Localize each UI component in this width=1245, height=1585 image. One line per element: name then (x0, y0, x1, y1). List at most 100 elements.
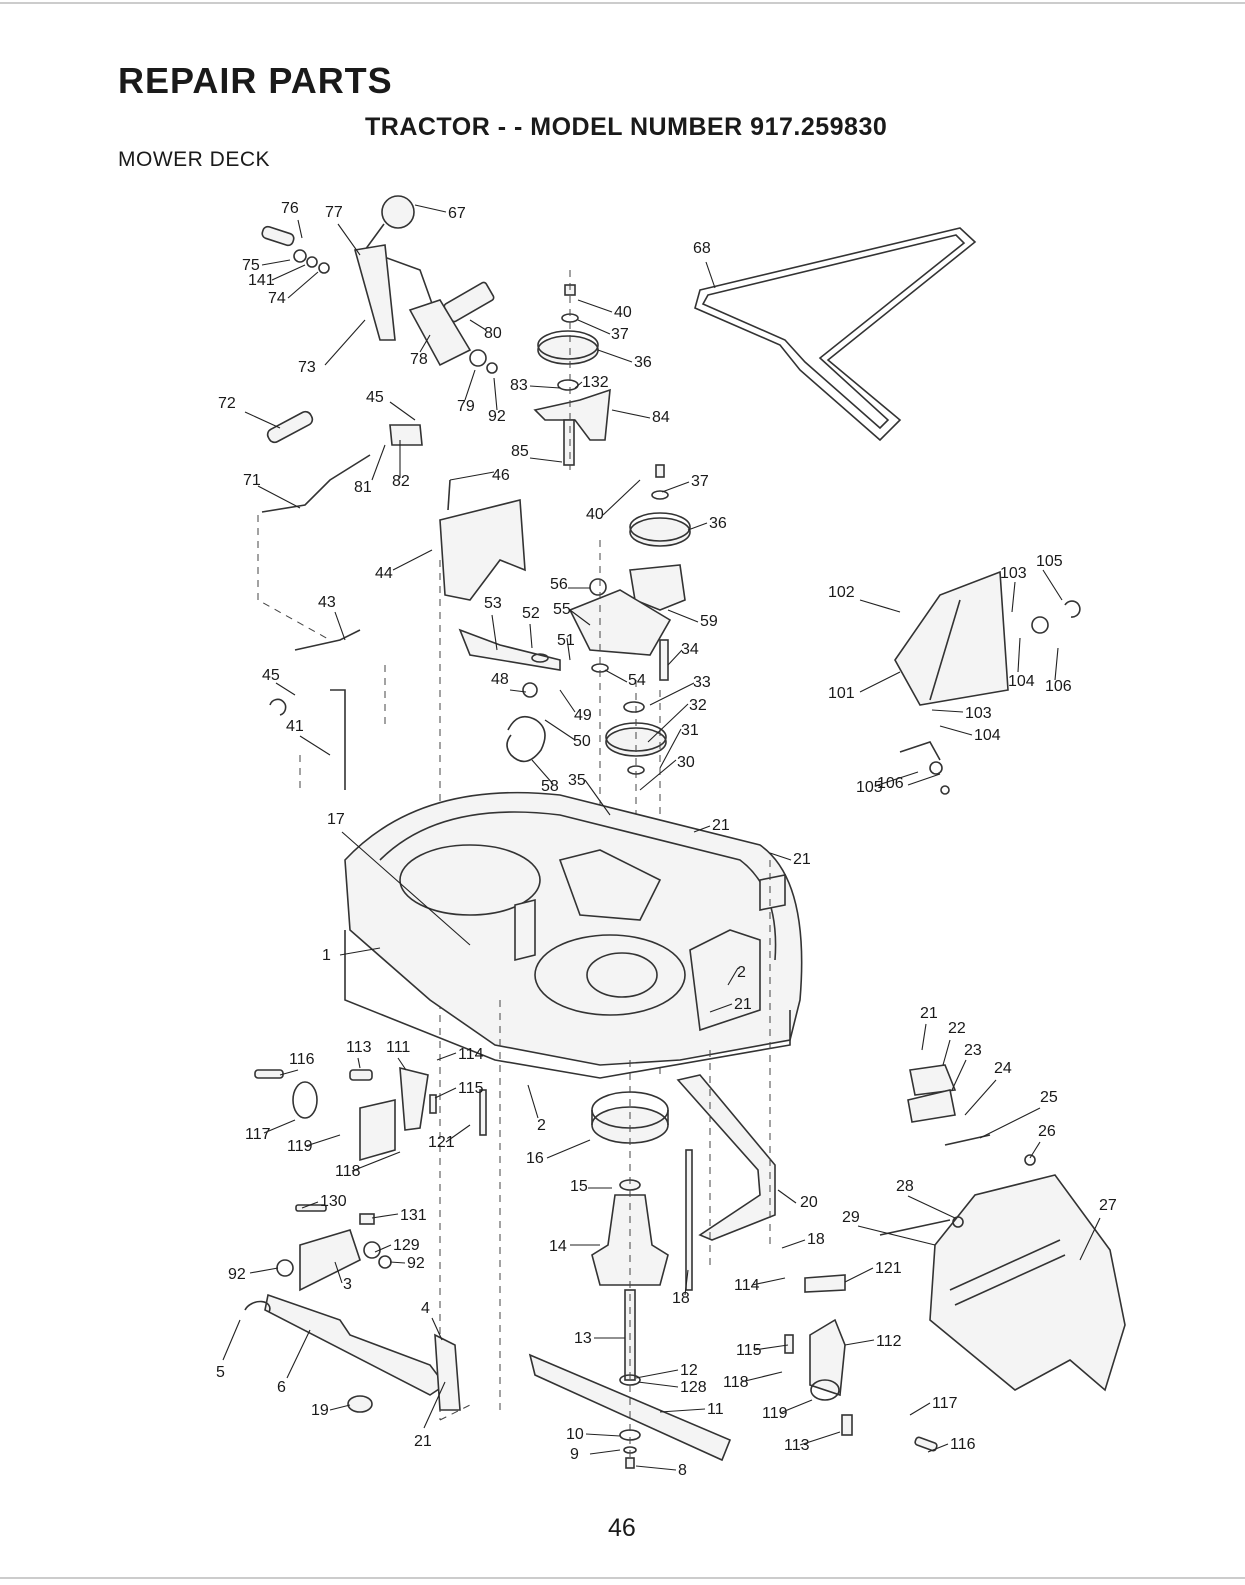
callout-103: 103 (1000, 565, 1027, 582)
leader-line-8 (635, 1465, 677, 1471)
callout-111: 111 (386, 1039, 410, 1056)
leader-line-114 (436, 1052, 457, 1061)
center-pulley-drawing (458, 464, 691, 1080)
callout-30: 30 (677, 754, 695, 771)
spindle-assembly-drawing (528, 1060, 732, 1469)
rear-bracket-right-drawing (784, 1274, 938, 1452)
leader-line-48 (509, 689, 527, 693)
idler-pulley-drawing (533, 270, 611, 470)
lift-lever-drawing (257, 195, 498, 1421)
callout-12: 12 (680, 1362, 698, 1379)
callout-36: 36 (709, 515, 727, 532)
leader-line-40 (577, 299, 613, 313)
callout-117: 117 (245, 1126, 271, 1143)
leader-line-32 (647, 703, 689, 743)
page-number: 46 (608, 1514, 636, 1542)
leader-line-23 (951, 1059, 967, 1091)
leader-line-18 (781, 1239, 806, 1249)
leader-line-53 (491, 614, 498, 651)
callout-18: 18 (672, 1290, 690, 1307)
callout-48: 48 (491, 671, 509, 688)
callout-118: 118 (723, 1374, 749, 1391)
callout-20: 20 (800, 1194, 818, 1211)
leader-line-113 (357, 1057, 361, 1069)
callout-56: 56 (550, 576, 568, 593)
leader-line-92 (249, 1267, 279, 1274)
leader-line-55 (569, 609, 591, 626)
callout-40: 40 (614, 304, 632, 321)
callout-14: 14 (549, 1238, 567, 1255)
leader-line-30 (639, 759, 677, 791)
callout-92: 92 (407, 1255, 425, 1272)
leader-line-73 (324, 319, 366, 366)
callout-77: 77 (325, 204, 343, 221)
section-title: MOWER DECK (118, 148, 270, 171)
callout-52: 52 (522, 605, 540, 622)
callout-75: 75 (242, 257, 260, 274)
leader-line-79 (464, 369, 476, 401)
leader-line-116 (927, 1443, 949, 1453)
leader-line-21 (423, 1381, 446, 1429)
callout-53: 53 (484, 595, 502, 612)
callout-40: 40 (586, 506, 604, 523)
callout-3: 3 (343, 1276, 352, 1293)
callout-2: 2 (737, 964, 746, 981)
callout-113: 113 (784, 1437, 810, 1454)
callout-106: 106 (1045, 678, 1072, 695)
leader-line-117 (909, 1402, 931, 1416)
leader-line-17 (341, 831, 471, 946)
callout-13: 13 (574, 1330, 592, 1347)
callout-141: 141 (248, 272, 275, 289)
callout-34: 34 (681, 641, 699, 658)
callout-104: 104 (1008, 673, 1035, 690)
leader-line-116 (279, 1069, 299, 1076)
callout-21: 21 (414, 1433, 432, 1450)
leader-line-9 (589, 1449, 621, 1455)
callout-25: 25 (1040, 1089, 1058, 1106)
callout-58: 58 (541, 778, 559, 795)
callout-21: 21 (920, 1005, 938, 1022)
leader-line-111 (397, 1057, 407, 1071)
callout-67: 67 (448, 205, 466, 222)
callout-128: 128 (680, 1379, 707, 1396)
leader-line-71 (257, 485, 301, 509)
grass-deflector-drawing (879, 1064, 1126, 1392)
callout-83: 83 (510, 377, 528, 394)
leader-line-24 (964, 1079, 997, 1116)
belt-drawing (694, 227, 977, 442)
callout-49: 49 (574, 707, 592, 724)
callout-92: 92 (488, 408, 506, 425)
leader-line-119 (305, 1134, 341, 1147)
leader-line-16 (546, 1139, 591, 1159)
leader-line-80 (469, 319, 487, 331)
callout-119: 119 (287, 1138, 313, 1155)
leader-line-115 (434, 1087, 457, 1099)
callout-50: 50 (573, 733, 591, 750)
front-bracket-left-drawing (254, 1000, 501, 1410)
leader-line-11 (659, 1408, 706, 1413)
leader-line-104 (939, 725, 973, 736)
callout-119: 119 (762, 1405, 788, 1422)
leader-line-36 (597, 349, 633, 363)
leader-line-75 (261, 259, 291, 266)
callout-54: 54 (628, 672, 646, 689)
callout-36: 36 (634, 354, 652, 371)
callout-37: 37 (611, 326, 629, 343)
leader-line-37 (577, 319, 611, 335)
leader-line-20 (777, 1189, 797, 1204)
leader-line-21 (709, 1003, 733, 1013)
belt-guard-drawing (439, 479, 526, 601)
callout-19: 19 (311, 1402, 329, 1419)
callout-43: 43 (318, 594, 336, 611)
callout-115: 115 (458, 1080, 484, 1097)
leader-line-54 (604, 669, 628, 683)
callout-118: 118 (335, 1163, 361, 1180)
leader-line-68 (705, 261, 716, 289)
leader-line-51 (566, 637, 571, 661)
leader-line-2 (727, 967, 739, 986)
leader-line-52 (529, 623, 533, 649)
leader-line-92 (389, 1261, 406, 1264)
leader-line-33 (649, 682, 695, 706)
leader-line-114 (751, 1277, 786, 1286)
mower-deck-housing-drawing (344, 791, 803, 1079)
